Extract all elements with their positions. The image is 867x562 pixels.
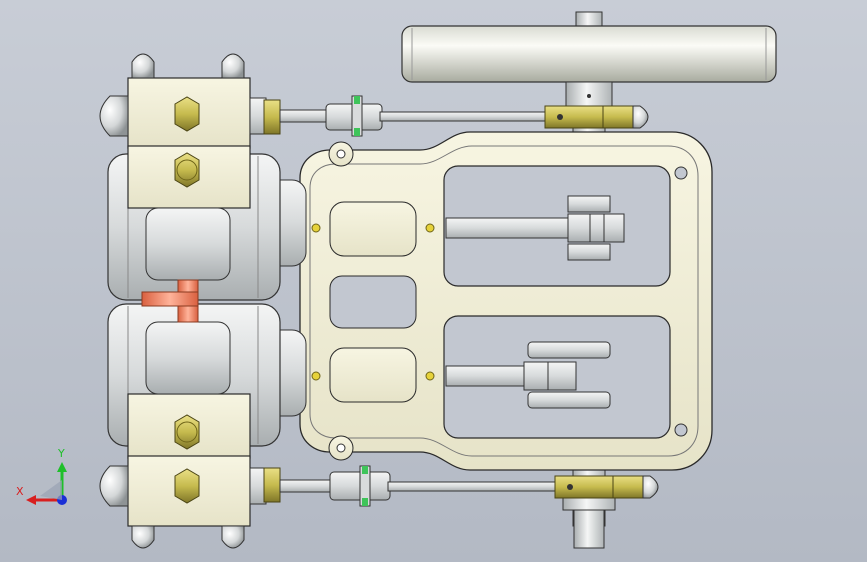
axis-x-label: X [16,485,24,498]
piston-rod-lower[interactable] [445,341,611,409]
cylinder-block[interactable] [107,77,307,527]
piston-rod-upper[interactable] [445,195,625,261]
engine-frame[interactable] [299,131,713,471]
axis-y-label: Y [57,447,65,460]
valve-rod-upper[interactable] [279,95,649,137]
valve-rod-lower[interactable] [279,465,659,507]
cap-nuts [99,53,281,549]
flywheel[interactable] [401,11,777,107]
hex-bolts [174,96,200,504]
axis-triad: X Y [16,447,67,505]
